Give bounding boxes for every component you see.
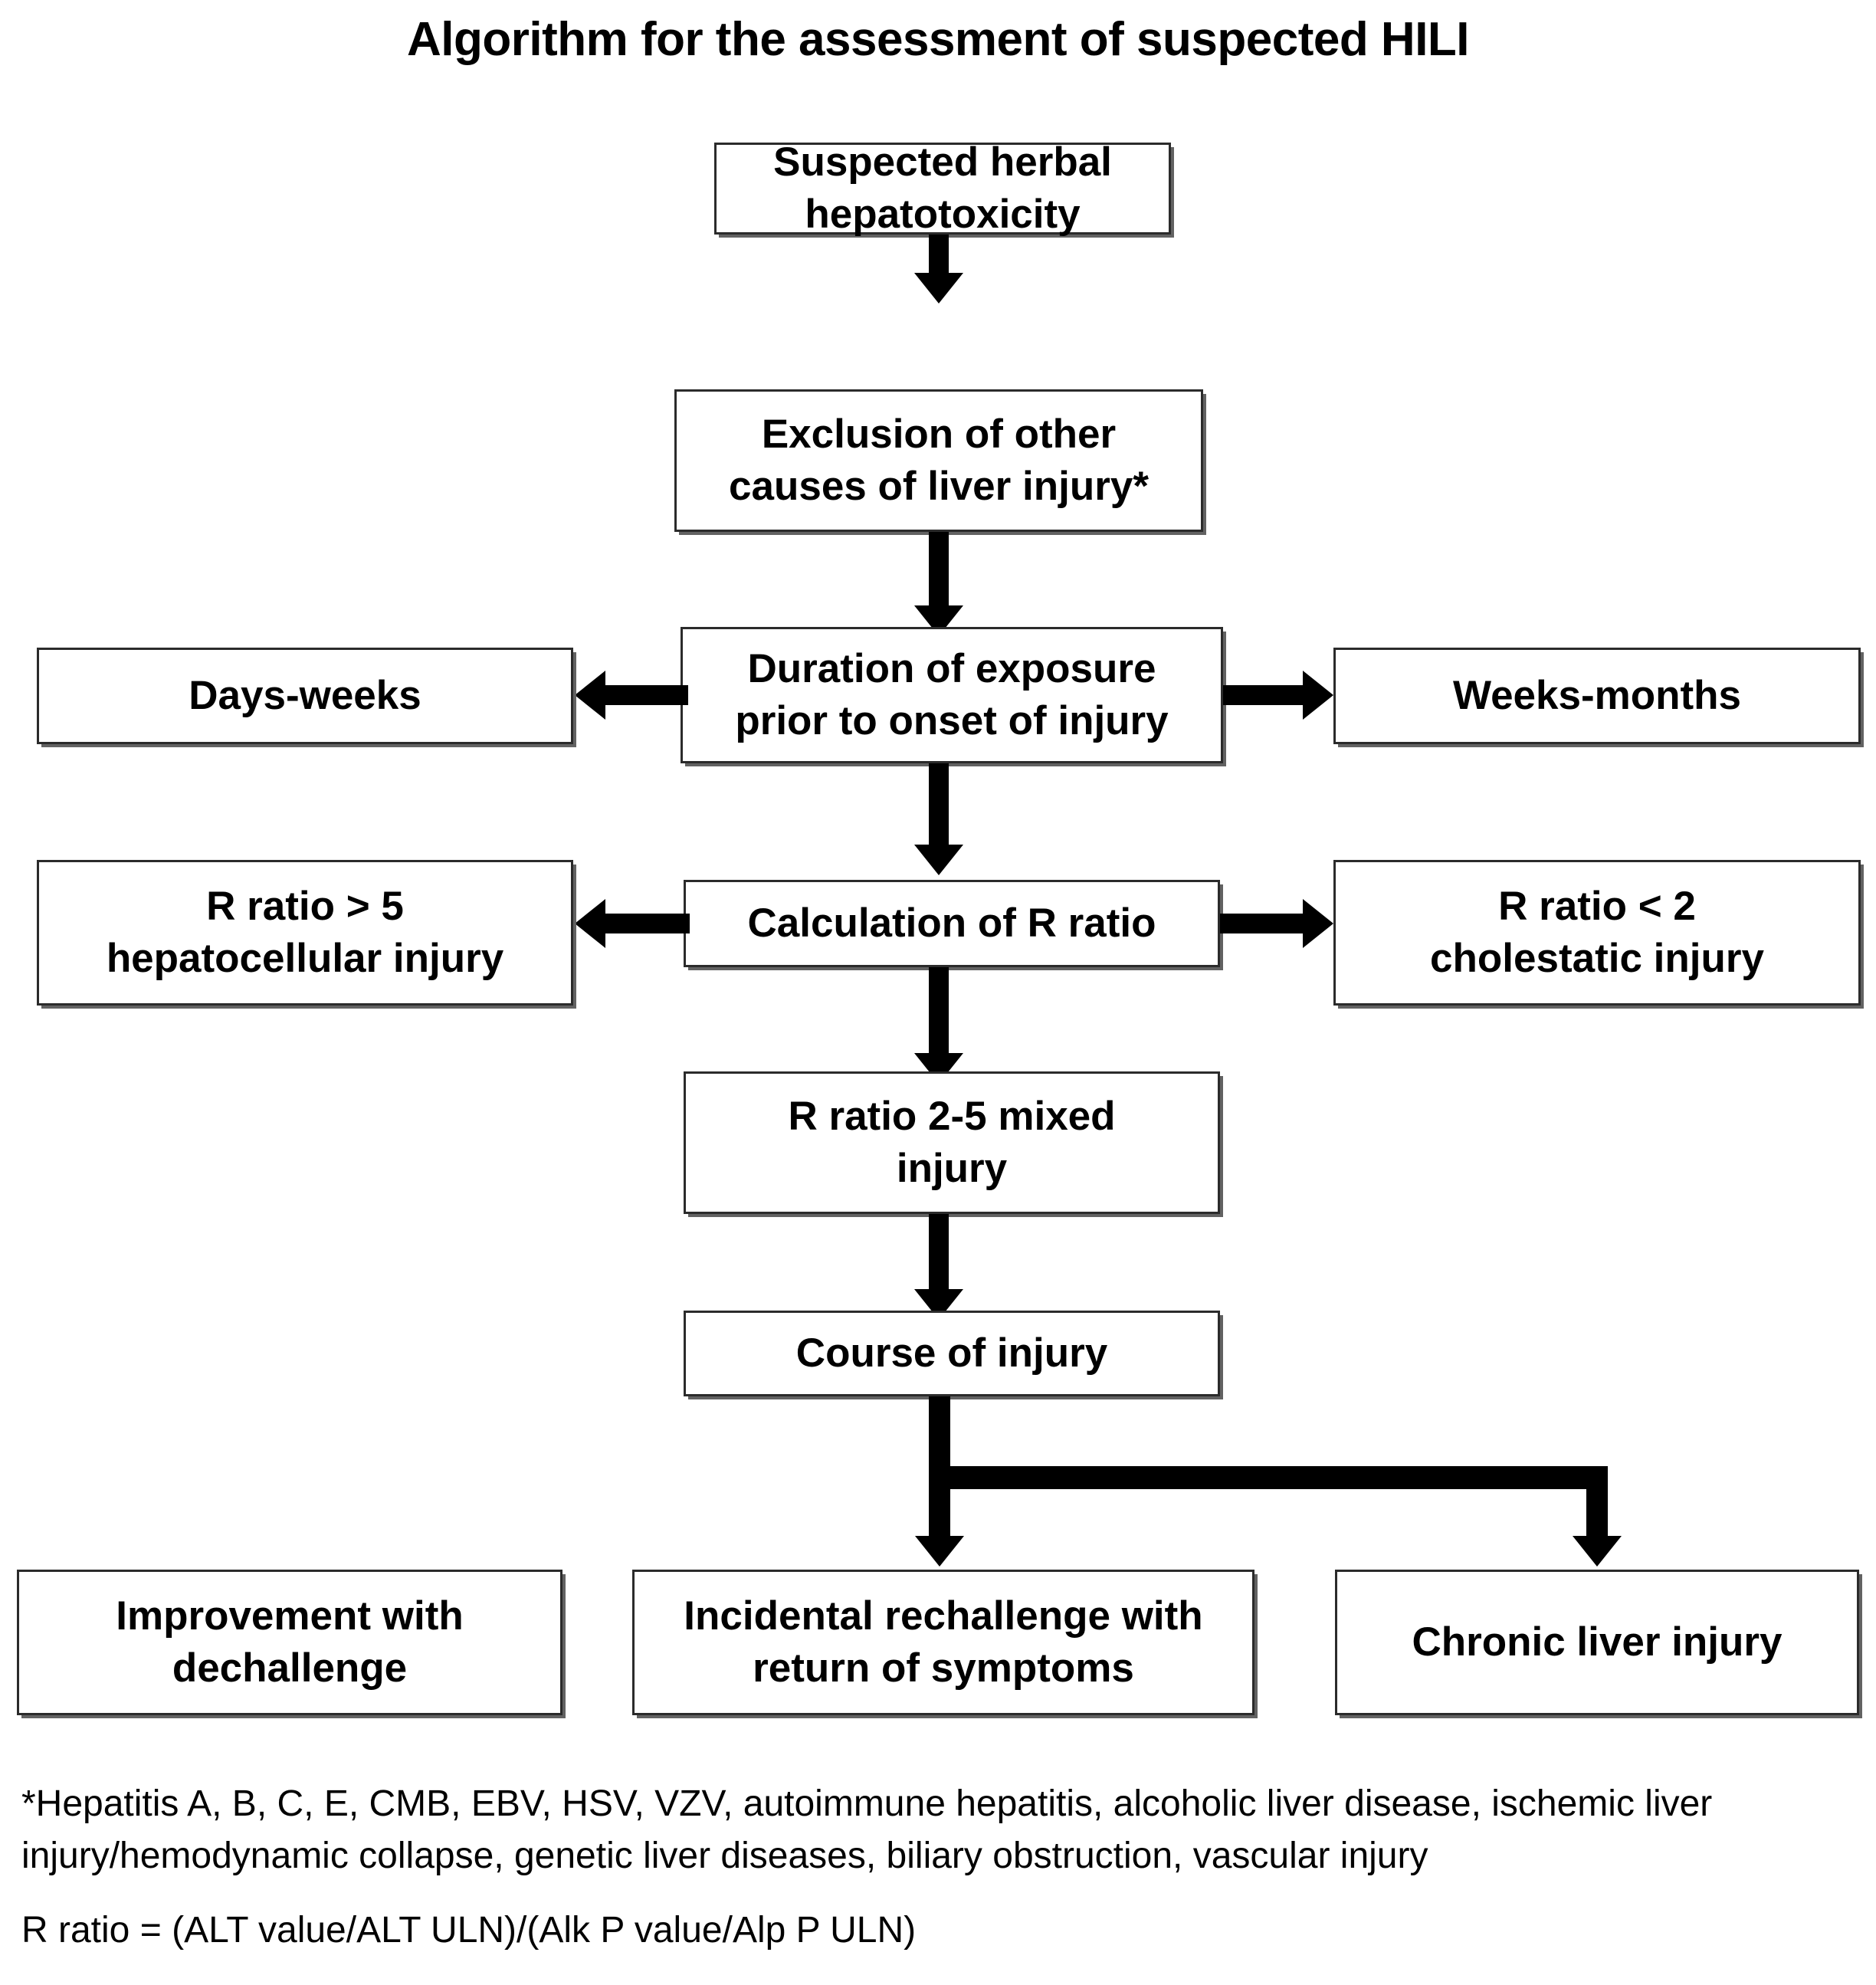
arrow-duration-to-calculation-head [914, 845, 963, 875]
node-label-line2: causes of liver injury* [729, 464, 1149, 509]
node-label: Incidental rechallenge with return of sy… [642, 1590, 1245, 1695]
node-label: Weeks-months [1453, 673, 1741, 719]
node-weeks-months[interactable]: Weeks-months [1333, 648, 1861, 744]
node-label-line2: prior to onset of injury [735, 698, 1169, 743]
node-calculation-of-r-ratio[interactable]: Calculation of R ratio [684, 880, 1220, 967]
arrow-calculation-to-r-mixed-stem [929, 967, 949, 1053]
page-title: Algorithm for the assessment of suspecte… [406, 13, 1470, 66]
node-label-line1: Duration of exposure [747, 646, 1156, 692]
arrow-course-fork-horizontal-bar [929, 1466, 1608, 1489]
node-incidental-rechallenge[interactable]: Incidental rechallenge with return of sy… [632, 1570, 1254, 1715]
arrow-duration-to-calculation-stem [929, 763, 949, 845]
node-suspected-herbal-hepatotoxicity[interactable]: Suspected herbal hepatotoxicity [714, 139, 1171, 237]
node-label: Improvement with dechallenge [27, 1590, 553, 1695]
footnote-asterisk-exclusions: *Hepatitis A, B, C, E, CMB, EBV, HSV, VZ… [21, 1783, 1713, 1877]
node-label-line2: hepatotoxicity [805, 192, 1081, 237]
node-label: R ratio > 5 hepatocellular injury [47, 881, 563, 985]
arrow-calculation-to-r-gt5-head [575, 899, 605, 948]
node-label: Suspected herbal hepatotoxicity [724, 136, 1161, 241]
node-chronic-liver-injury[interactable]: Chronic liver injury [1335, 1570, 1859, 1715]
node-label: Chronic liver injury [1412, 1619, 1783, 1665]
footnote-r-ratio-formula: R ratio = (ALT value/ALT ULN)/(Alk P val… [21, 1910, 917, 1951]
node-label: R ratio 2-5 mixed injury [694, 1091, 1210, 1195]
node-label: Days-weeks [189, 673, 421, 719]
node-label-line1: Improvement with [116, 1593, 464, 1639]
node-label-line2: injury [896, 1146, 1008, 1191]
node-label-line2: return of symptoms [753, 1645, 1134, 1691]
arrow-calculation-to-r-lt2-head [1303, 899, 1333, 948]
arrow-duration-to-days-weeks-head [575, 671, 605, 720]
node-label: Calculation of R ratio [747, 901, 1156, 947]
arrow-calculation-to-r-gt5-stem [605, 914, 690, 933]
node-label: R ratio < 2 cholestatic injury [1343, 881, 1851, 985]
node-days-weeks[interactable]: Days-weeks [37, 648, 573, 744]
node-r-ratio-2-5-mixed-injury[interactable]: R ratio 2-5 mixed injury [684, 1071, 1220, 1214]
node-label-line2: dechallenge [172, 1645, 408, 1691]
node-label-line1: Suspected herbal [773, 139, 1112, 185]
node-label-line1: R ratio > 5 [206, 884, 404, 930]
node-r-ratio-gt-5-hepatocellular[interactable]: R ratio > 5 hepatocellular injury [37, 860, 573, 1006]
node-exclusion-of-other-causes[interactable]: Exclusion of other causes of liver injur… [674, 389, 1203, 532]
node-duration-of-exposure[interactable]: Duration of exposure prior to onset of i… [681, 627, 1223, 763]
arrow-duration-to-days-weeks-stem [605, 685, 688, 705]
arrow-course-to-rechallenge-head [915, 1536, 964, 1567]
node-label: Exclusion of other causes of liver injur… [684, 408, 1193, 513]
arrow-suspected-to-exclusion-head [914, 273, 963, 303]
node-label: Duration of exposure prior to onset of i… [690, 643, 1213, 747]
node-course-of-injury[interactable]: Course of injury [684, 1311, 1220, 1396]
node-label-line2: hepatocellular injury [106, 936, 504, 981]
node-label-line1: Exclusion of other [761, 412, 1117, 458]
node-label-line1: Incidental rechallenge with [684, 1593, 1203, 1639]
node-label-line1: R ratio < 2 [1498, 884, 1696, 930]
node-improvement-with-dechallenge[interactable]: Improvement with dechallenge [17, 1570, 562, 1715]
arrow-course-to-chronic-head [1573, 1536, 1622, 1567]
arrow-duration-to-weeks-months-stem [1223, 685, 1303, 705]
arrow-course-fork-right-drop [1586, 1466, 1608, 1537]
node-r-ratio-lt-2-cholestatic[interactable]: R ratio < 2 cholestatic injury [1333, 860, 1861, 1006]
arrow-exclusion-to-duration-stem [929, 532, 949, 605]
arrow-suspected-to-exclusion-stem [929, 235, 949, 273]
node-label: Course of injury [795, 1330, 1108, 1376]
arrow-r-mixed-to-course-stem [929, 1214, 949, 1289]
node-label-line1: R ratio 2-5 mixed [788, 1094, 1116, 1140]
arrow-calculation-to-r-lt2-stem [1220, 914, 1303, 933]
arrow-duration-to-weeks-months-head [1303, 671, 1333, 720]
node-label-line2: cholestatic injury [1430, 936, 1764, 981]
